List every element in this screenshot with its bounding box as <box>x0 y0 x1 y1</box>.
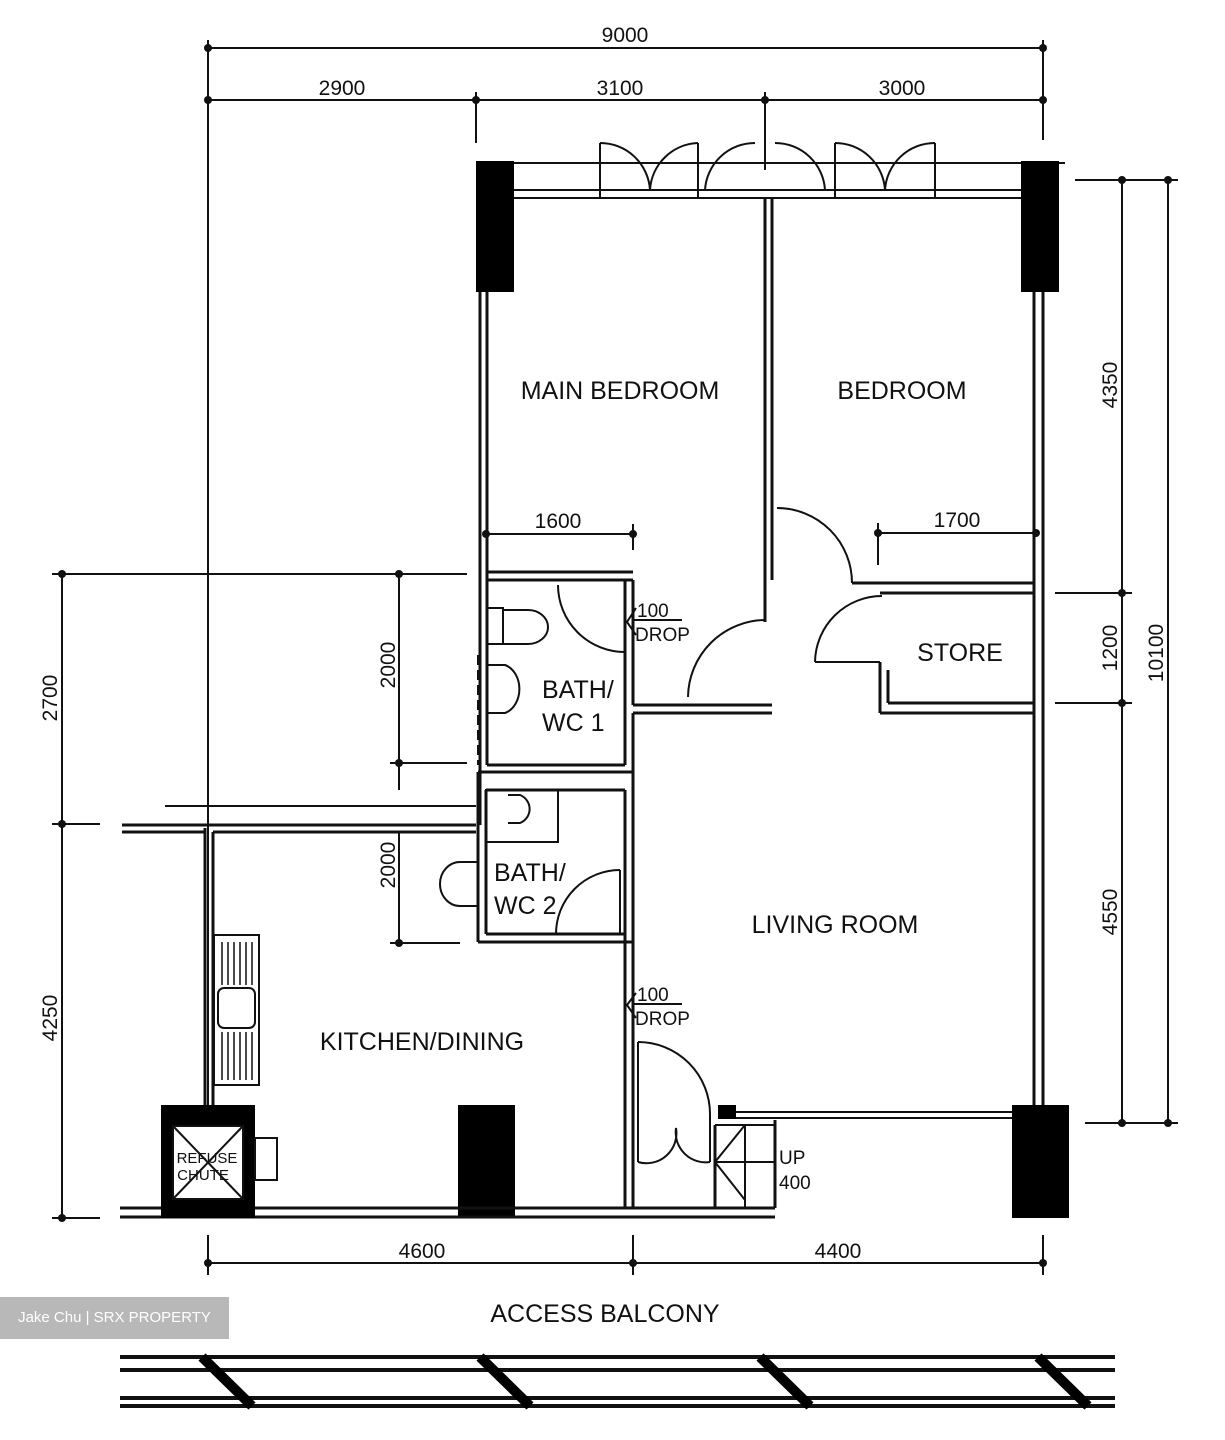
dim-left-lower: 4250 <box>39 995 62 1042</box>
label-refuse-line2: CHUTE <box>177 1167 229 1184</box>
dim-inner-lower: 2000 <box>377 842 400 889</box>
main-bedroom-door-swing <box>687 619 767 698</box>
internal-dimensions: 1600 1700 <box>482 509 1040 565</box>
label-bath1-line2: WC 1 <box>542 709 605 737</box>
up-value: 400 <box>779 1173 811 1194</box>
label-kitchen-dining: KITCHEN/DINING <box>320 1028 524 1056</box>
bottom-dimensions: 4600 4400 <box>204 1235 1047 1275</box>
label-bath2-line2: WC 2 <box>494 892 557 920</box>
drop2-label: DROP <box>635 1009 690 1030</box>
bath1-door-swing <box>557 584 626 653</box>
dim-left-upper: 2700 <box>39 675 62 722</box>
label-access-balcony: ACCESS BALCONY <box>490 1300 720 1328</box>
dim-top-mid: 3100 <box>597 77 644 100</box>
dim-bedroom-wardrobe: 1700 <box>934 509 981 532</box>
up-label: UP <box>779 1148 805 1169</box>
dim-right-mid: 1200 <box>1099 625 1122 672</box>
label-store: STORE <box>917 639 1003 667</box>
watermark: Jake Chu | SRX PROPERTY <box>0 1297 229 1339</box>
dim-bottom-left: 4600 <box>399 1240 446 1263</box>
bath2-door-swing <box>555 869 621 935</box>
drop1-label: DROP <box>635 625 690 646</box>
dim-right-upper: 4350 <box>1099 362 1122 409</box>
top-dimensions: 9000 2900 3100 3000 <box>204 24 1047 1205</box>
dim-top-left: 2900 <box>319 77 366 100</box>
label-main-bedroom: MAIN BEDROOM <box>521 377 720 405</box>
drop1-value: 100 <box>637 601 669 622</box>
drop2-value: 100 <box>637 985 669 1006</box>
label-bedroom: BEDROOM <box>837 377 966 405</box>
structural-columns <box>458 161 1069 1218</box>
bedroom-door-swing <box>776 507 853 584</box>
label-bath2-line1: BATH/ <box>494 859 566 887</box>
dim-right-total: 10100 <box>1145 624 1168 682</box>
store-door-swing <box>814 595 883 663</box>
label-bath1-line1: BATH/ <box>542 676 614 704</box>
dim-inner-upper: 2000 <box>377 642 400 689</box>
dim-main-bed-wardrobe: 1600 <box>535 510 582 533</box>
kitchen-sink-counter <box>213 934 260 1086</box>
fixtures <box>161 607 775 1218</box>
label-refuse-line1: REFUSE <box>177 1150 238 1167</box>
dim-bottom-right: 4400 <box>815 1240 862 1263</box>
cabinet-door-swing <box>637 1041 711 1115</box>
plan-notes: 100 DROP 100 DROP UP 400 <box>625 601 811 1194</box>
label-living-room: LIVING ROOM <box>752 911 919 939</box>
top-windows <box>476 141 1065 199</box>
room-labels: MAIN BEDROOM BEDROOM STORE BATH/ WC 1 BA… <box>177 377 1003 1328</box>
doors <box>555 507 883 1165</box>
left-dimensions: 2700 4250 2000 2000 <box>39 570 467 1222</box>
sink-basin <box>217 987 256 1029</box>
right-dimensions: 4350 1200 4550 10100 <box>1055 176 1178 1127</box>
dim-top-total: 9000 <box>602 24 649 47</box>
dim-top-right: 3000 <box>879 77 926 100</box>
access-balcony-railing <box>120 1353 1115 1410</box>
wc1-tank <box>486 607 504 645</box>
dim-right-lower: 4550 <box>1099 889 1122 936</box>
